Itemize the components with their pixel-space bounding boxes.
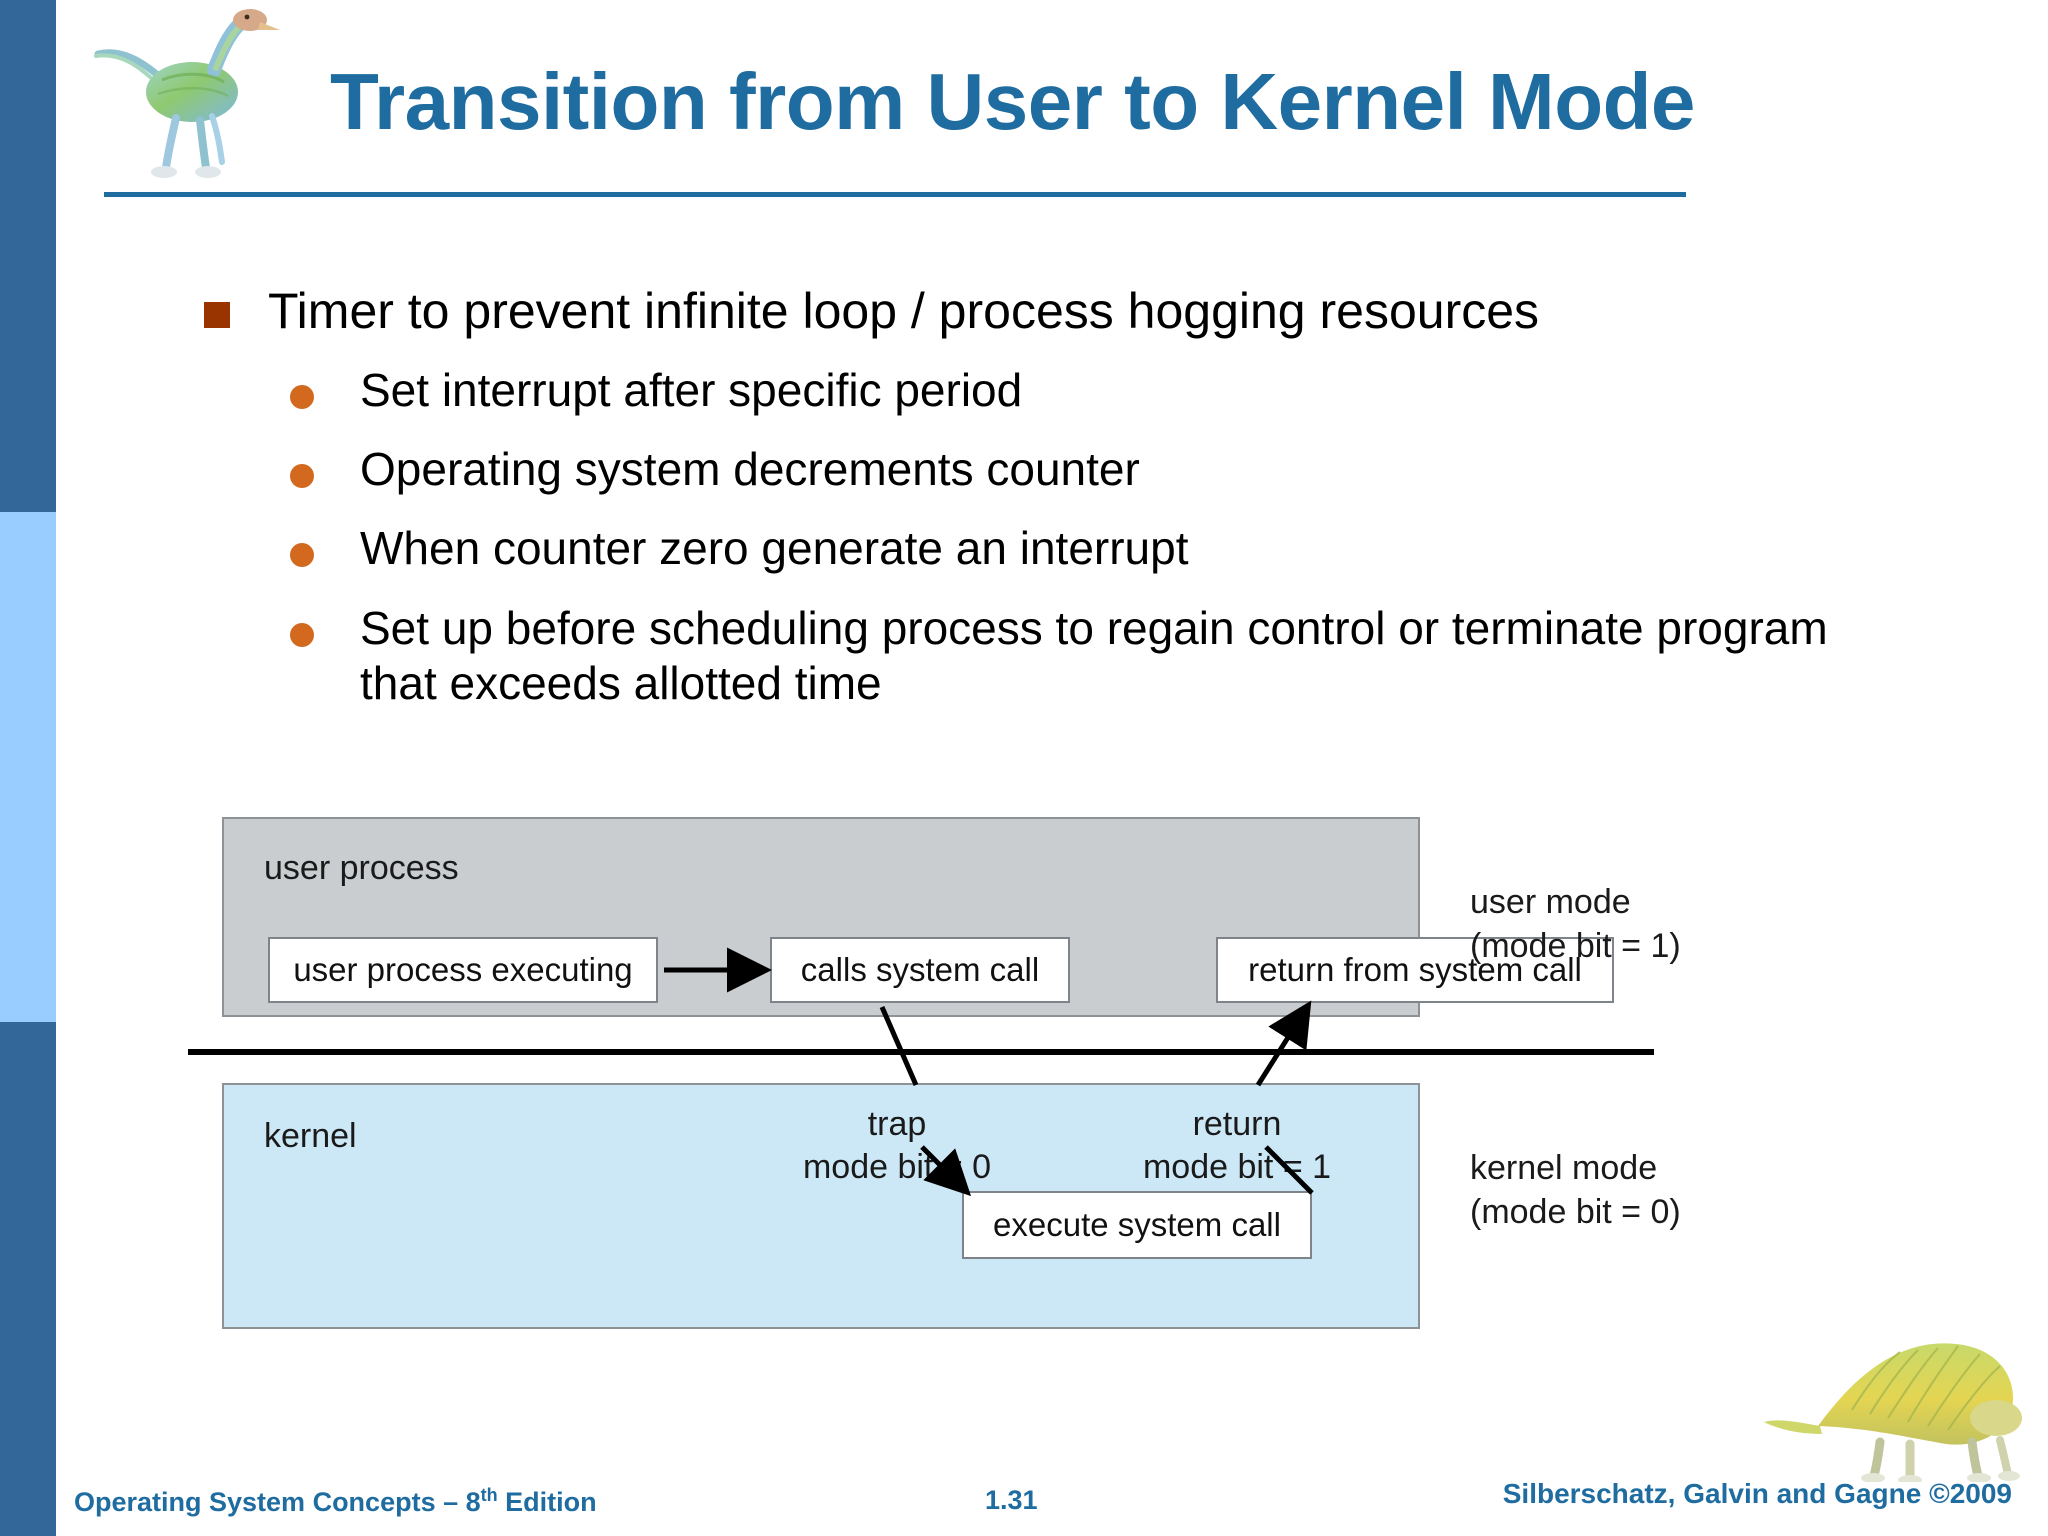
sidebar-stripe-top	[0, 0, 56, 512]
trap-annotation: trap mode bit = 0	[782, 1103, 1012, 1189]
box-user-process-executing: user process executing	[268, 937, 658, 1003]
bullet-level2-3: When counter zero generate an interrupt	[190, 521, 1910, 576]
square-bullet-icon	[204, 302, 230, 328]
footer-edition: Operating System Concepts – 8th Edition	[74, 1485, 597, 1518]
bullet-level2-2-text: Operating system decrements counter	[360, 443, 1140, 496]
bullet-level2-4: Set up before scheduling process to rega…	[190, 601, 1910, 711]
return-annotation: return mode bit = 1	[1122, 1103, 1352, 1189]
footer-copyright: Silberschatz, Galvin and Gagne ©2009	[1502, 1478, 2012, 1509]
trap-modebit: mode bit = 0	[802, 1147, 992, 1186]
dimetrodon-logo-icon	[1760, 1322, 2040, 1485]
arrow-return-to-box	[1255, 1000, 1312, 1087]
footer-edition-pre: Operating System Concepts – 8	[74, 1487, 481, 1517]
kernel-band-label: kernel	[264, 1117, 357, 1155]
bullet-level2-2: Operating system decrements counter	[190, 442, 1910, 497]
bullet-list: Timer to prevent infinite loop / process…	[190, 282, 1910, 735]
page-title: Transition from User to Kernel Mode	[330, 57, 1695, 146]
box-calls-system-call: calls system call	[770, 937, 1070, 1003]
dot-bullet-icon	[290, 543, 314, 568]
sidebar-stripe-middle	[0, 512, 56, 1022]
dot-bullet-icon	[290, 622, 314, 647]
dot-bullet-icon	[290, 385, 314, 409]
bullet-level1: Timer to prevent infinite loop / process…	[190, 282, 1910, 341]
arrow-call-to-trap	[879, 1006, 919, 1086]
user-mode-side-label: user mode (mode bit = 1)	[1470, 881, 1681, 968]
kernel-mode-modebit: (mode bit = 0)	[1470, 1192, 1681, 1231]
trap-title: trap	[867, 1105, 927, 1143]
footer-edition-post: Edition	[497, 1487, 597, 1517]
bullet-level2-4-text: Set up before scheduling process to rega…	[360, 601, 1828, 709]
bullet-level2-3-text: When counter zero generate an interrupt	[360, 522, 1189, 575]
return-modebit: mode bit = 1	[1142, 1147, 1332, 1186]
box-return-from-system-call: return from system call	[1216, 937, 1614, 1003]
mode-transition-diagram: user process kernel user process executi…	[188, 817, 1681, 1329]
return-title: return	[1192, 1105, 1282, 1143]
bullet-level2-1-text: Set interrupt after specific period	[360, 364, 1023, 416]
user-mode-title: user mode	[1470, 883, 1631, 921]
bullet-level2-1: Set interrupt after specific period	[190, 363, 1910, 418]
user-process-band-label: user process	[264, 849, 459, 887]
sidebar-stripe-bottom	[0, 1022, 56, 1536]
dinosaur-logo-icon	[84, 6, 304, 184]
box-execute-system-call: execute system call	[962, 1191, 1312, 1259]
dot-bullet-icon	[290, 464, 314, 489]
user-mode-modebit: (mode bit = 1)	[1470, 926, 1681, 965]
slide-number: 1.31	[985, 1485, 1038, 1515]
kernel-mode-title: kernel mode	[1470, 1149, 1658, 1187]
kernel-mode-side-label: kernel mode (mode bit = 0)	[1470, 1147, 1681, 1234]
bullet-level1-text: Timer to prevent infinite loop / process…	[268, 283, 1540, 339]
title-underline	[104, 192, 1686, 197]
footer-edition-sup: th	[480, 1485, 498, 1505]
mode-divider-line	[188, 1049, 1654, 1055]
